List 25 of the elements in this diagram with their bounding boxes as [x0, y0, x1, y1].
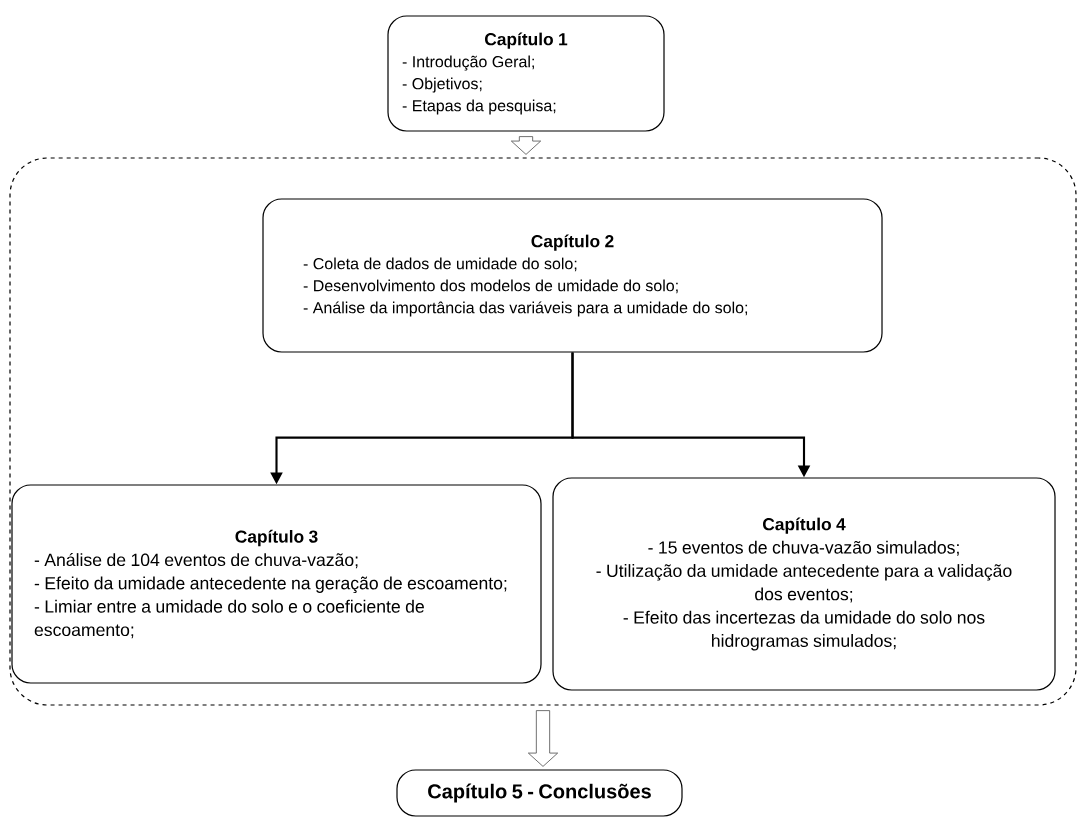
arrow	[510, 136, 542, 155]
list-item: - Efeito das incertezas da umidade do solo nos hidrogramas simulados;	[623, 610, 985, 651]
list-item: - Introdução Geral;	[402, 55, 534, 71]
chapter-heading: Capítulo 3	[235, 529, 318, 547]
list-item: - Limiar entre a umidade do solo e o coeficiente de escoamento;	[34, 599, 424, 639]
list-item: - Análise de 104 eventos de chuva-vazão;	[34, 552, 358, 569]
arrow	[527, 710, 559, 767]
list-item: - 15 eventos de chuva-vazão simulados;	[648, 540, 959, 556]
list-item: - Análise da importância das variáveis para a umidade do solo;	[303, 301, 748, 317]
chapter-box	[387, 15, 665, 132]
chapter-box	[552, 477, 1056, 691]
list-item: - Objetivos;	[402, 77, 482, 93]
list-item: - Efeito da umidade antecedente na geração de escoamento;	[34, 576, 507, 593]
list-item: - Etapas da pesquisa;	[402, 99, 556, 115]
chapter-box	[396, 769, 683, 817]
list-item: - Desenvolvimento dos modelos de umidade do solo;	[303, 279, 678, 294]
list-item: - Coleta de dados de umidade do solo;	[303, 257, 577, 272]
chapter-box	[11, 484, 542, 684]
chapter-heading: Capítulo 4	[763, 517, 846, 534]
chapter-heading: Capítulo 1	[485, 32, 568, 49]
dashed-frame	[9, 157, 1077, 706]
chapter-box	[262, 198, 883, 353]
chapter-heading: Capítulo 2	[531, 234, 614, 251]
chapter-heading: Capítulo 5 - Conclusões	[428, 783, 651, 803]
list-item: - Utilização da umidade antecedente para a validação dos eventos;	[596, 564, 1012, 603]
